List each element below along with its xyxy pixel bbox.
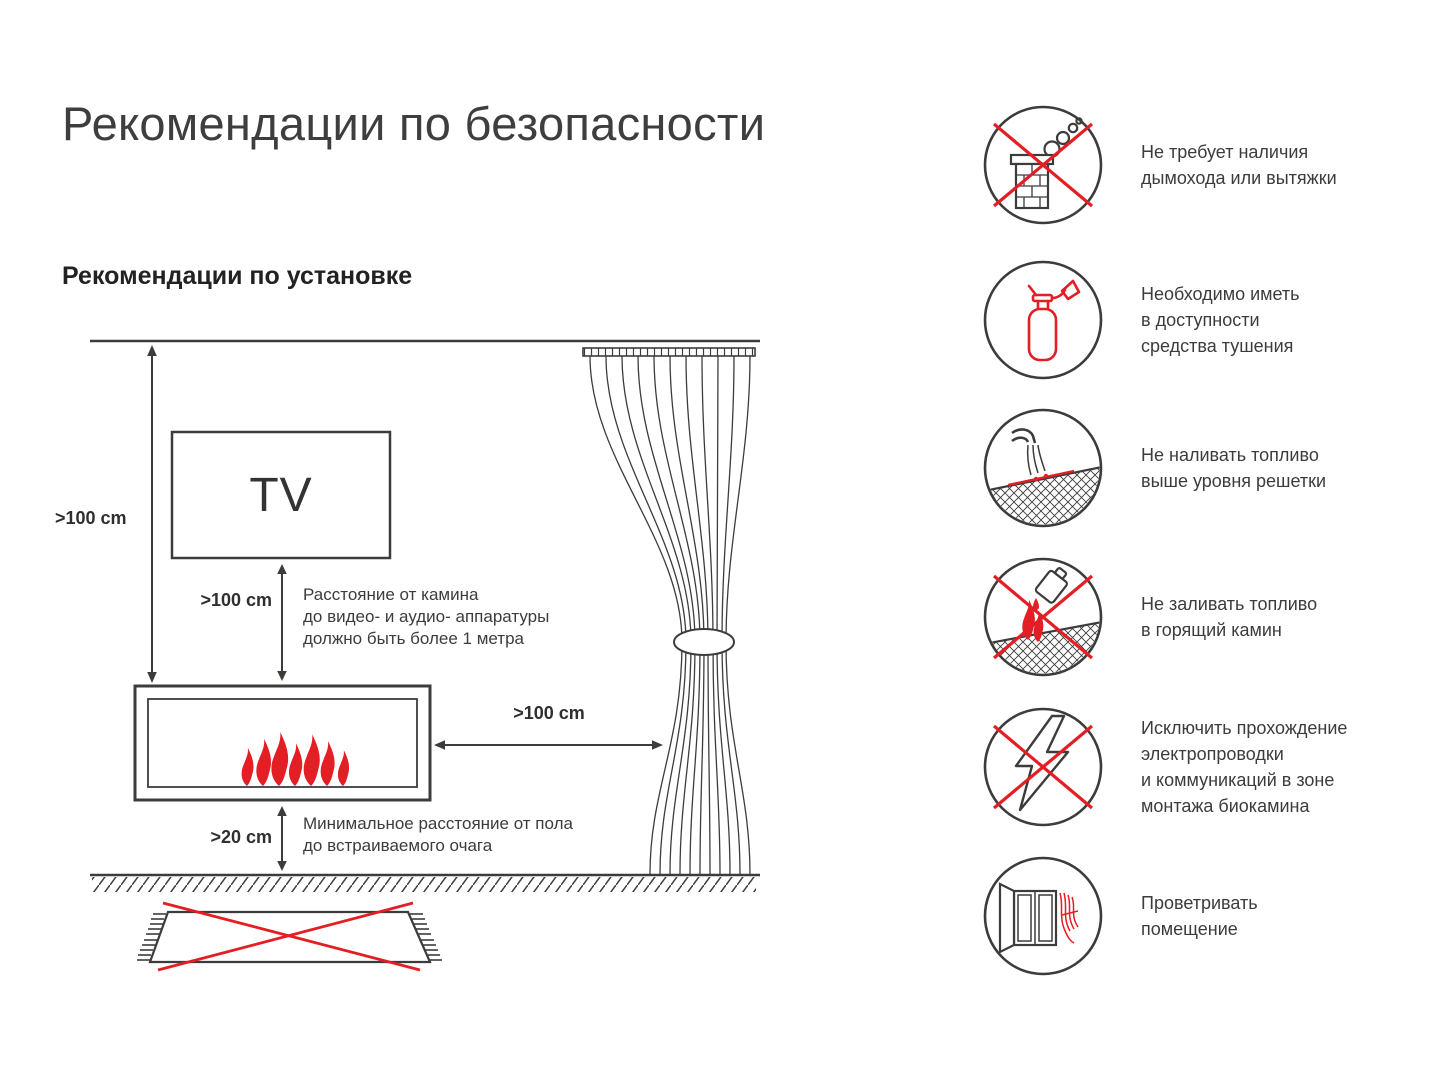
fire-extinguisher-icon [983,260,1103,380]
fuel-level-icon [983,408,1103,528]
page-title: Рекомендации по безопасности [62,97,766,150]
dimension-arrow-tv-fireplace [277,564,287,681]
prohibition-cross-icon [992,574,1094,660]
prohibition-cross-icon [157,901,421,972]
rug-crossed-out [137,901,442,972]
safety-item-no-refueling: Не заливать топливо в горящий камин [978,552,1440,682]
no-chimney-icon [983,105,1103,225]
fireplace-box [133,684,432,802]
section-title: Рекомендации по установке [62,262,413,290]
safety-item-text: Проветривать помещение [1141,893,1258,939]
safety-item-text: Не наливать топливо выше уровня решетки [1141,445,1327,491]
dimension-arrow-ceiling-tv [147,345,157,683]
dim-floor-to-fireplace: >20 cm [210,827,272,847]
prohibition-cross-icon [992,122,1094,208]
safety-item-text: Не заливать топливо в горящий камин [1141,594,1318,640]
safety-item-extinguisher: Необходимо иметь в доступности средства … [978,255,1440,385]
curtain-breeze-icon [1059,892,1079,944]
curtain-tieback [673,628,735,656]
floor-line [90,873,760,892]
dimension-arrow-fireplace-curtain [434,740,663,750]
no-wiring-icon [983,707,1103,827]
safety-item-no-wiring: Исключить прохождение электропроводки и … [978,702,1440,832]
installation-diagram [90,339,760,972]
safety-item-text: Необходимо иметь в доступности средства … [1141,284,1300,356]
safety-item-ventilation: Проветривать помещение [978,851,1440,981]
window-icon [998,882,1058,954]
prohibition-cross-icon [992,724,1094,810]
curtain-rod [582,347,756,357]
dim-fireplace-to-curtain: >100 cm [513,703,585,723]
rug-fringe [137,913,442,961]
note-tv-distance: Расстояние от камина до видео- и аудио- … [303,585,550,648]
dimension-arrow-fireplace-floor [277,806,287,871]
fuel-level-line [1007,469,1075,487]
dim-ceiling-to-tv: >100 cm [55,508,127,528]
safety-item-no-chimney: Не требует наличия дымохода или вытяжки [978,100,1440,230]
tv-label: TV [249,468,313,522]
safety-item-text: Исключить прохождение электропроводки и … [1141,718,1348,816]
curtain [589,355,751,875]
lightning-bolt-icon [1014,714,1070,812]
note-floor-distance: Минимальное расстояние от пола до встраи… [303,814,573,855]
ventilation-icon [983,856,1103,976]
safety-item-fuel-level: Не наливать топливо выше уровня решетки [978,403,1440,533]
dim-tv-to-fireplace: >100 cm [200,590,272,610]
tv-box [170,430,392,560]
safety-item-text: Не требует наличия дымохода или вытяжки [1141,142,1337,188]
no-refueling-burning-icon [983,557,1103,677]
fuel-drop-icon [1033,598,1039,610]
